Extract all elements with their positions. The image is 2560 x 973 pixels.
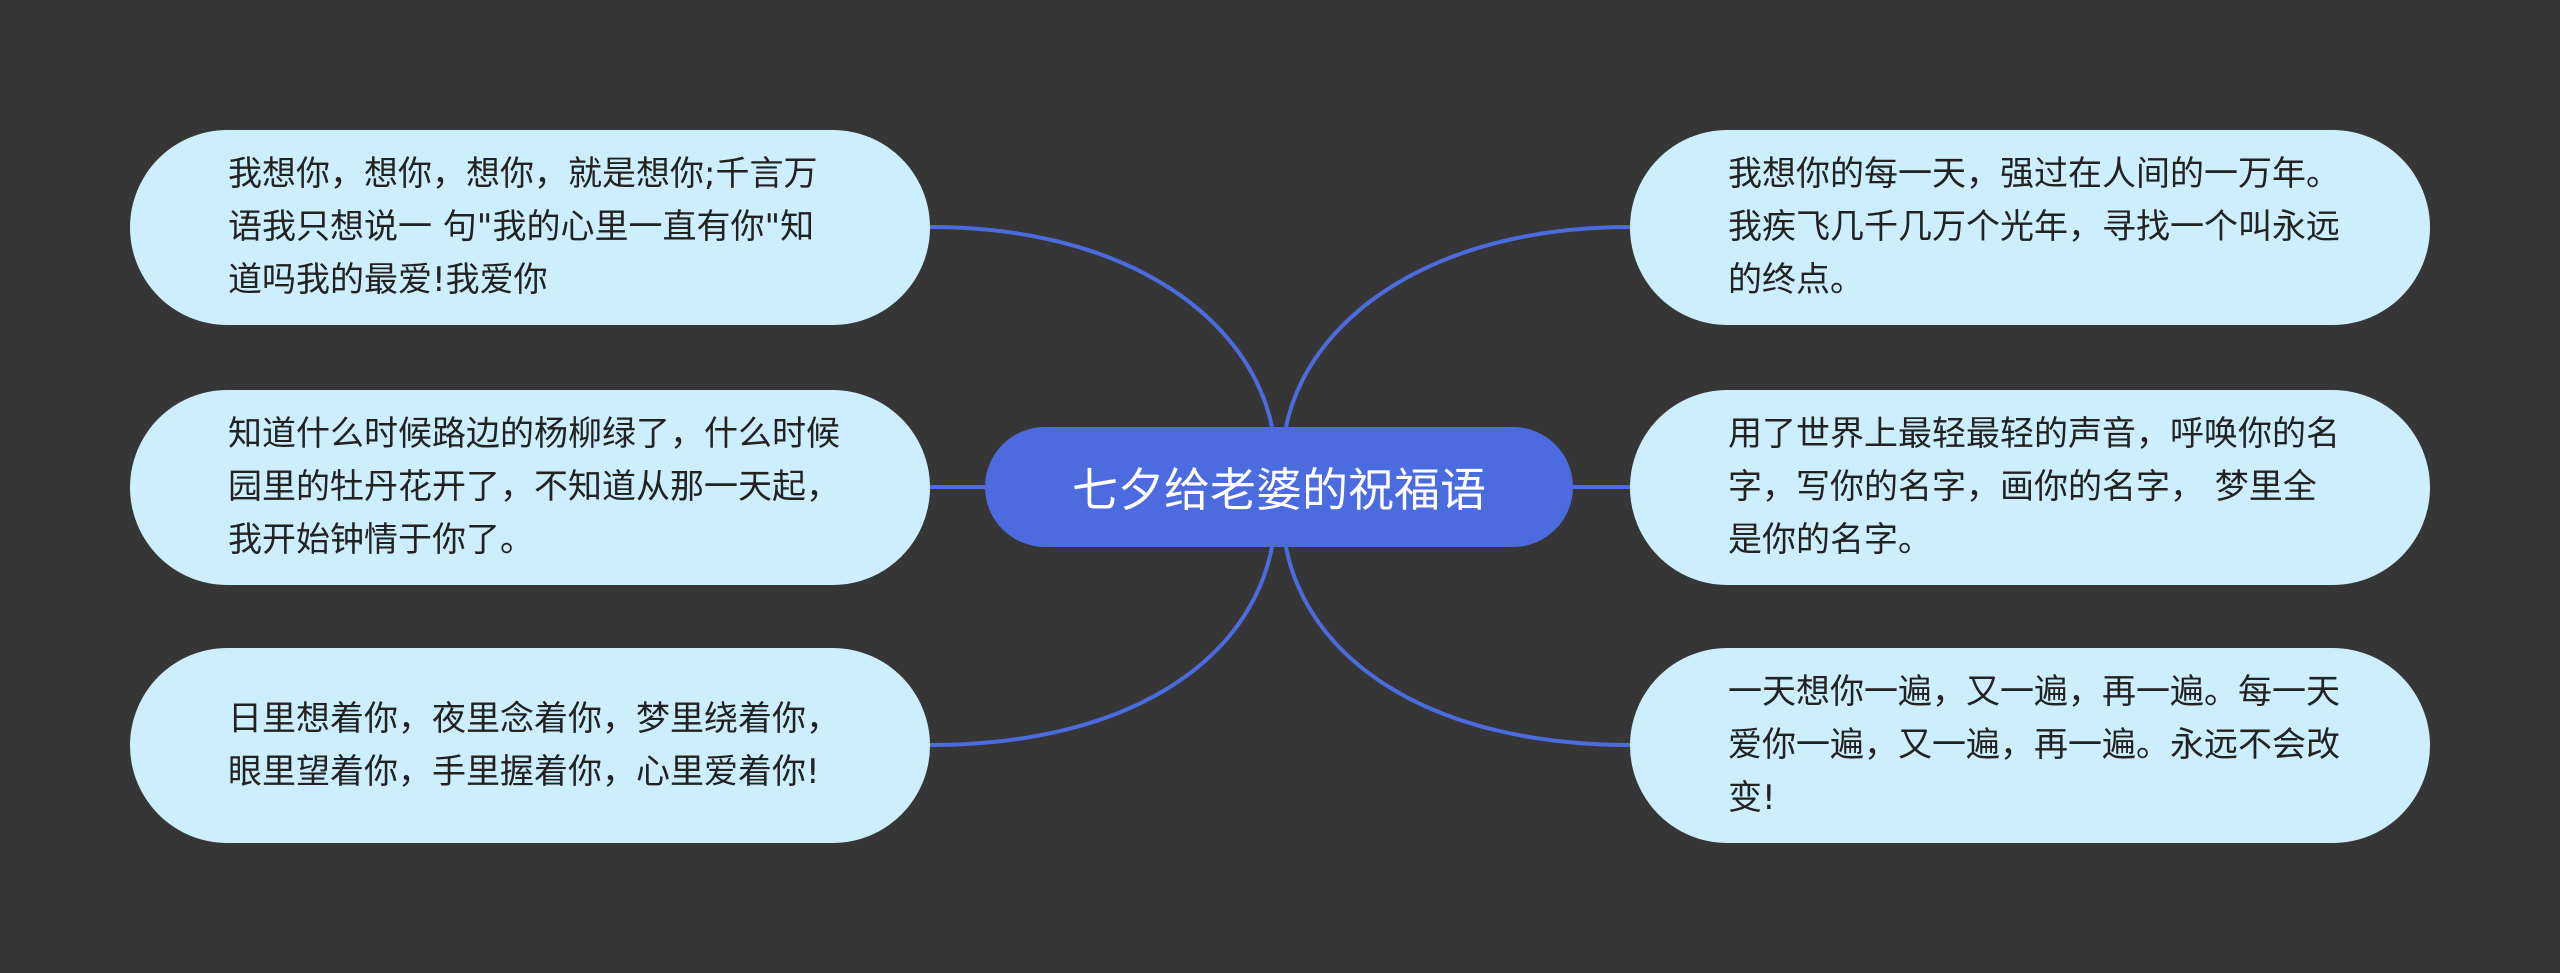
branch-node-right-bottom[interactable]: 一天想你一遍，又一遍，再一遍。每一天爱你一遍，又一遍，再一遍。永远不会改变! [1630,648,2430,843]
branch-node-left-top[interactable]: 我想你，想你，想你，就是想你;千言万语我只想说一 句"我的心里一直有你"知道吗我… [130,130,930,325]
branch-text: 日里想着你，夜里念着你，梦里绕着你，眼里望着你，手里握着你，心里爱着你! [228,698,840,792]
branch-node-left-bottom[interactable]: 日里想着你，夜里念着你，梦里绕着你，眼里望着你，手里握着你，心里爱着你! [130,648,930,843]
branch-text: 我想你，想你，想你，就是想你;千言万语我只想说一 句"我的心里一直有你"知道吗我… [228,154,818,300]
branch-node-right-top[interactable]: 我想你的每一天，强过在人间的一万年。我疾飞几千几万个光年，寻找一个叫永远的终点。 [1630,130,2430,325]
central-topic-node[interactable]: 七夕给老婆的祝福语 [985,427,1573,547]
branch-text: 一天想你一遍，又一遍，再一遍。每一天爱你一遍，又一遍，再一遍。永远不会改变! [1728,672,2340,818]
branch-node-left-middle[interactable]: 知道什么时候路边的杨柳绿了，什么时候园里的牡丹花开了，不知道从那一天起，我开始钟… [130,390,930,585]
connector-left-top [929,225,1274,428]
connector-right-top [1284,225,1631,428]
connector-right-bottom [1284,546,1631,747]
branch-text: 我想你的每一天，强过在人间的一万年。我疾飞几千几万个光年，寻找一个叫永远的终点。 [1728,154,2340,300]
branch-text: 用了世界上最轻最轻的声音，呼唤你的名字，写你的名字，画你的名字， 梦里全是你的名… [1728,414,2340,560]
connector-left-bottom [929,546,1274,747]
central-topic-title: 七夕给老婆的祝福语 [1072,463,1486,517]
branch-node-right-middle[interactable]: 用了世界上最轻最轻的声音，呼唤你的名字，写你的名字，画你的名字， 梦里全是你的名… [1630,390,2430,585]
branch-text: 知道什么时候路边的杨柳绿了，什么时候园里的牡丹花开了，不知道从那一天起，我开始钟… [228,414,840,560]
